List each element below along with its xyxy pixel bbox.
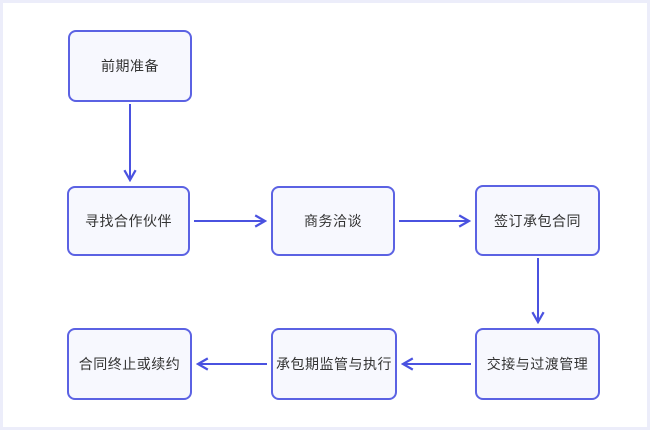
flow-node-label: 前期准备 (101, 58, 159, 74)
flow-node-find-partners: 寻找合作伙伴 (67, 186, 190, 256)
flow-node-preparation: 前期准备 (68, 30, 192, 102)
flow-node-sign-contract: 签订承包合同 (475, 185, 600, 256)
flow-node-label: 签订承包合同 (494, 212, 581, 229)
flow-node-handover-transition: 交接与过渡管理 (475, 328, 600, 400)
flow-node-contract-supervision: 承包期监管与执行 (271, 328, 397, 400)
flow-node-label: 交接与过渡管理 (486, 356, 589, 372)
flow-node-label: 合同终止或续约 (78, 356, 181, 372)
flow-node-label: 寻找合作伙伴 (85, 213, 172, 229)
flow-node-label: 商务洽谈 (304, 213, 362, 229)
flow-node-label: 承包期监管与执行 (276, 356, 392, 372)
flow-node-business-negotiation: 商务洽谈 (271, 186, 395, 256)
flow-node-termination-renewal: 合同终止或续约 (67, 328, 192, 400)
